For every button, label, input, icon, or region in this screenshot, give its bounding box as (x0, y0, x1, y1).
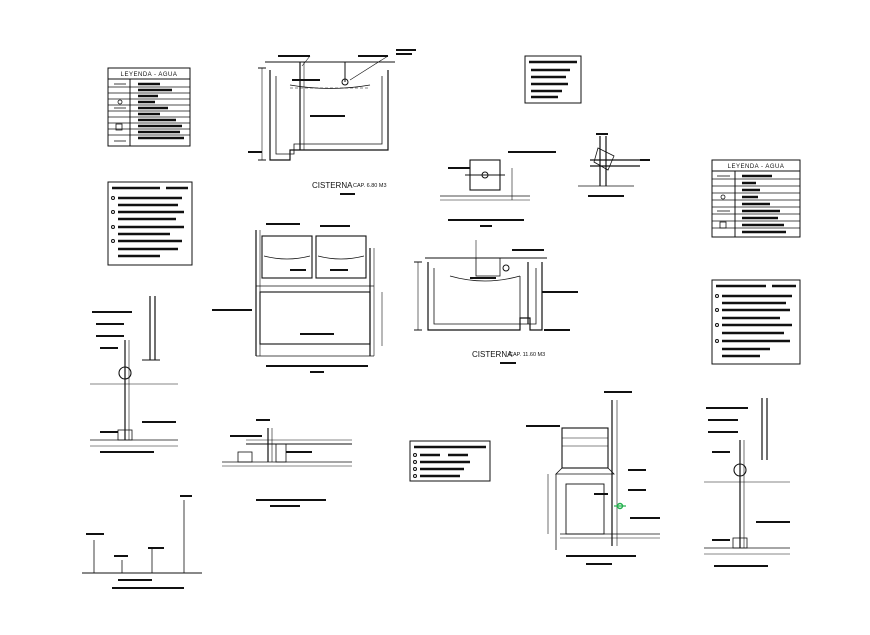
pump-riser-left (90, 296, 178, 453)
cistern-large-section: CISTERNA CAP. 11.60 M3 (414, 240, 578, 364)
legend-right-title: LEYENDA - AGUA (728, 164, 785, 170)
tank-riser-detail (526, 391, 660, 565)
isometric-risers (82, 495, 202, 589)
cistern-small-title: CISTERNA (312, 181, 353, 190)
notes-box-center (409, 440, 491, 482)
cistern-small-section: CISTERNA CAP. 6.80 M3 (248, 49, 416, 195)
pipe-fitting-detail (578, 133, 650, 197)
cistern-large-title: CISTERNA (472, 350, 513, 359)
cistern-large-capacity: CAP. 11.60 M3 (509, 352, 545, 358)
pump-riser-right (704, 398, 790, 567)
legend-left: LEYENDA - AGUA (107, 67, 191, 147)
valve-box-detail (440, 151, 556, 227)
notes-box-top (524, 55, 582, 104)
cistern-small-capacity: CAP. 6.80 M3 (353, 183, 387, 189)
legend-right: LEYENDA - AGUA (711, 159, 801, 238)
pipe-trench-detail (222, 419, 352, 507)
notes-box-left (107, 181, 193, 266)
notes-box-right (711, 279, 801, 365)
legend-left-title: LEYENDA - AGUA (121, 72, 178, 78)
elevated-tanks-elevation (212, 223, 383, 373)
